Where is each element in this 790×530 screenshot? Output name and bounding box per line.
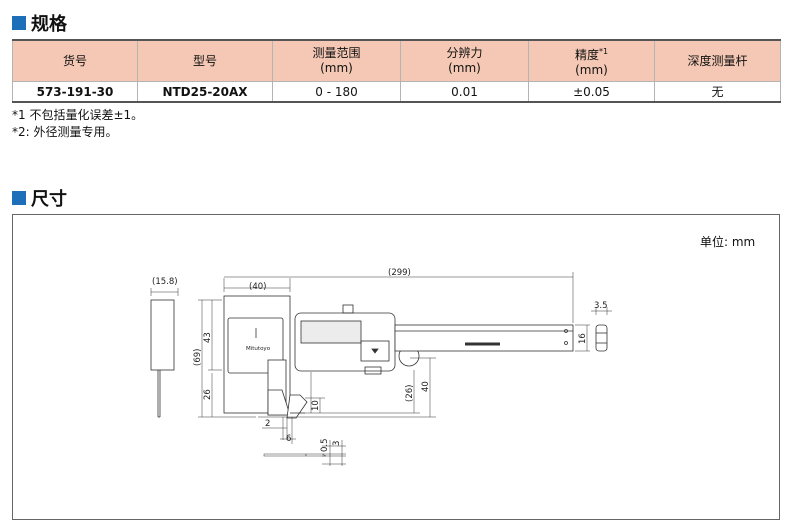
spec-section-title: 规格 (12, 10, 67, 36)
dim-15-8: (15.8) (152, 277, 178, 287)
dim-2: 2 (265, 419, 270, 429)
footnote-1: *1 不包括量化误差±1。 (12, 108, 144, 122)
footnote-2: *2: 外径测量专用。 (12, 125, 118, 139)
section-square-icon (12, 191, 26, 205)
cell-accuracy: ±0.05 (528, 81, 655, 103)
cell-range: 0 - 180 (272, 81, 401, 103)
cell-model: NTD25-20AX (137, 81, 273, 103)
dim-10: 10 (311, 400, 321, 411)
spec-table: 货号 型号 测量范围(mm) 分辨力(mm) 精度*1(mm) 深度测量杆 57… (12, 39, 781, 103)
cell-resolution: 0.01 (400, 81, 529, 103)
footnotes: *1 不包括量化误差±1。 *2: 外径测量专用。 (12, 107, 143, 141)
dim-40-side: 40 (421, 381, 431, 392)
dim-3-5: 3.5 (594, 301, 608, 311)
dim-299: (299) (388, 268, 411, 278)
dim-0-5: 0.5 (320, 438, 330, 452)
table-row: 573-191-30 NTD25-20AX 0 - 180 0.01 ±0.05… (12, 81, 781, 103)
side-view-body (150, 299, 175, 371)
spec-table-header-row: 货号 型号 测量范围(mm) 分辨力(mm) 精度*1(mm) 深度测量杆 (12, 39, 781, 82)
unit-label: 单位: mm (700, 235, 756, 249)
dim-40-top: (40) (249, 282, 266, 292)
dim-26: 26 (203, 389, 213, 400)
cell-item-no: 573-191-30 (12, 81, 138, 103)
dim-69: (69) (193, 349, 203, 366)
header-depth-rod: 深度测量杆 (654, 39, 781, 82)
dim-26b: (26) (405, 385, 415, 402)
end-section (595, 324, 608, 352)
dim-3: 3 (332, 441, 342, 446)
header-range: 测量范围(mm) (272, 39, 401, 82)
header-model: 型号 (137, 39, 273, 82)
section-square-icon (12, 16, 26, 30)
cell-depth-rod: 无 (654, 81, 781, 103)
head-block (223, 295, 291, 414)
dim-43: 43 (203, 332, 213, 343)
spec-title-text: 规格 (31, 14, 67, 35)
dim-6: 6 (286, 434, 291, 444)
beam (394, 324, 574, 352)
dim-title-text: 尺寸 (31, 189, 67, 210)
brand-logo: Mitutoyo (246, 346, 271, 352)
dim-16: 16 (578, 333, 588, 344)
header-resolution: 分辨力(mm) (400, 39, 529, 82)
dimension-drawing-frame (12, 214, 780, 520)
header-item-no: 货号 (12, 39, 138, 82)
dimension-section-title: 尺寸 (12, 185, 67, 211)
